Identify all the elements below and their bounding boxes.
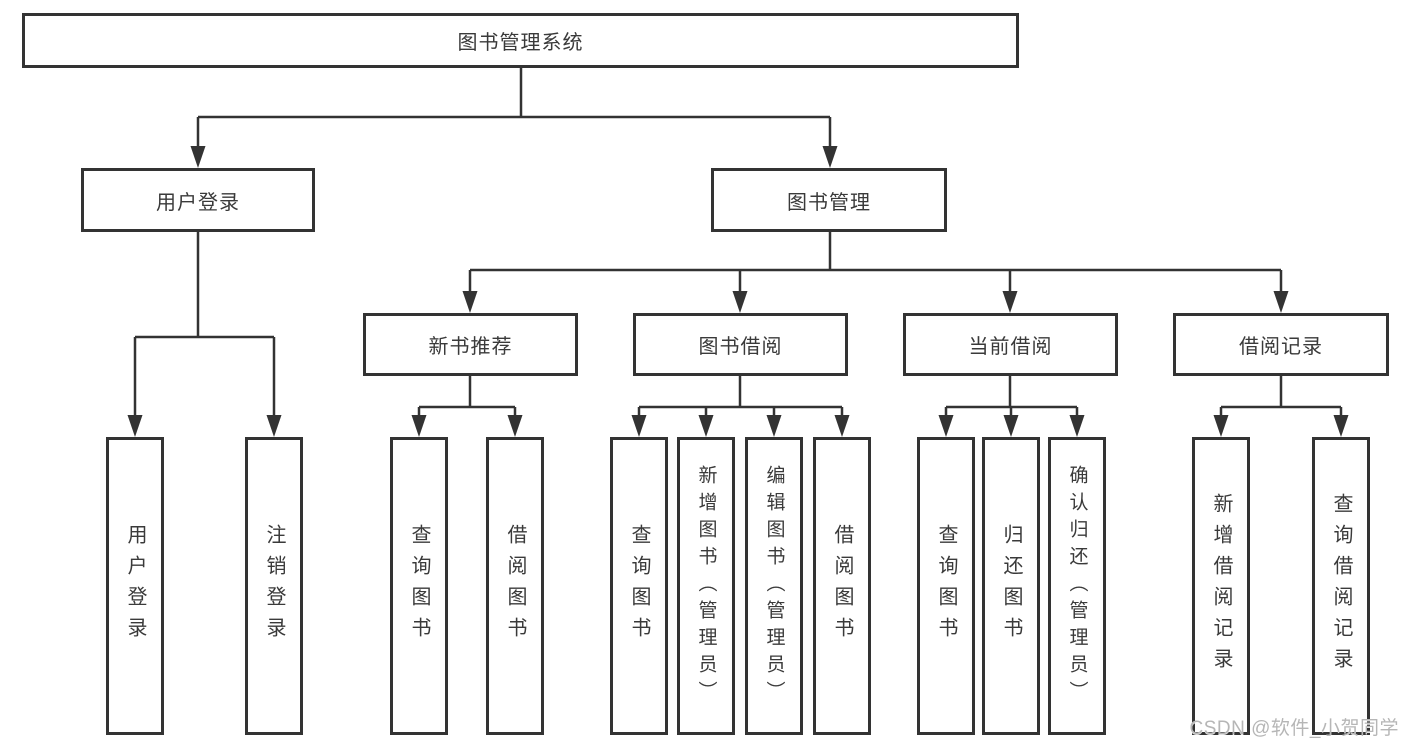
arrowhead xyxy=(127,415,143,437)
arrowhead xyxy=(507,415,523,437)
leaf-query-book-2-label: 查询图书 xyxy=(628,524,650,648)
node-current-borrow: 当前借阅 xyxy=(903,313,1118,376)
leaf-logout: 注销登录 xyxy=(245,437,303,735)
leaf-confirm-return-admin-label: 确认归还（管理员） xyxy=(1066,464,1088,708)
leaf-borrow-book-2: 借阅图书 xyxy=(813,437,871,735)
leaf-query-book-1-label: 查询图书 xyxy=(408,524,430,648)
arrowhead xyxy=(1002,291,1018,313)
node-book-borrow: 图书借阅 xyxy=(633,313,848,376)
arrowhead xyxy=(266,415,282,437)
arrowhead xyxy=(1213,415,1229,437)
leaf-edit-book-admin-label: 编辑图书（管理员） xyxy=(763,464,785,708)
arrowhead xyxy=(1273,291,1289,313)
leaf-return-book-label: 归还图书 xyxy=(1000,524,1022,648)
leaf-borrow-book-1: 借阅图书 xyxy=(486,437,544,735)
leaf-query-book-1: 查询图书 xyxy=(390,437,448,735)
arrowhead xyxy=(411,415,427,437)
node-new-book-recommend-label: 新书推荐 xyxy=(428,336,513,358)
leaf-logout-label: 注销登录 xyxy=(263,524,285,648)
arrowhead xyxy=(190,146,206,168)
leaf-query-book-3: 查询图书 xyxy=(917,437,975,735)
leaf-query-borrow-record: 查询借阅记录 xyxy=(1312,437,1370,735)
connector-book-mgmt-to-level3 xyxy=(462,232,1289,313)
leaf-add-borrow-record: 新增借阅记录 xyxy=(1192,437,1250,735)
arrowhead xyxy=(766,415,782,437)
leaf-edit-book-admin: 编辑图书（管理员） xyxy=(745,437,803,735)
node-current-borrow-label: 当前借阅 xyxy=(968,336,1053,358)
connector-root-to-level2 xyxy=(190,68,838,168)
node-new-book-recommend: 新书推荐 xyxy=(363,313,578,376)
arrowhead xyxy=(462,291,478,313)
leaf-borrow-book-2-label: 借阅图书 xyxy=(831,524,853,648)
node-borrow-records-label: 借阅记录 xyxy=(1239,336,1323,358)
node-book-mgmt-label: 图书管理 xyxy=(787,191,871,214)
node-borrow-records: 借阅记录 xyxy=(1173,313,1389,376)
arrowhead xyxy=(732,291,748,313)
arrowhead xyxy=(938,415,954,437)
arrowhead xyxy=(1069,415,1085,437)
node-root-label: 图书管理系统 xyxy=(457,32,584,54)
leaf-query-book-3-label: 查询图书 xyxy=(935,524,957,648)
arrowhead xyxy=(631,415,647,437)
leaf-add-borrow-record-label: 新增借阅记录 xyxy=(1210,493,1232,679)
arrowhead xyxy=(1333,415,1349,437)
node-book-mgmt: 图书管理 xyxy=(711,168,947,232)
leaf-add-book-admin: 新增图书（管理员） xyxy=(677,437,735,735)
node-root: 图书管理系统 xyxy=(22,13,1019,68)
leaf-user-login: 用户登录 xyxy=(106,437,164,735)
node-user-login-label: 用户登录 xyxy=(156,191,240,214)
leaf-add-book-admin-label: 新增图书（管理员） xyxy=(695,464,717,708)
arrowhead xyxy=(822,146,838,168)
leaf-return-book: 归还图书 xyxy=(982,437,1040,735)
leaf-borrow-book-1-label: 借阅图书 xyxy=(504,524,526,648)
node-book-borrow-label: 图书借阅 xyxy=(698,336,783,358)
leaf-query-book-2: 查询图书 xyxy=(610,437,668,735)
arrowhead xyxy=(834,415,850,437)
arrowhead xyxy=(1003,415,1019,437)
leaf-query-borrow-record-label: 查询借阅记录 xyxy=(1330,493,1352,679)
connector-user-login-to-children xyxy=(127,232,282,437)
leaf-confirm-return-admin: 确认归还（管理员） xyxy=(1048,437,1106,735)
connector-current-borrow-to-children xyxy=(938,376,1085,437)
csdn-watermark: CSDN @软件_小贺同学 xyxy=(1189,718,1399,739)
connector-new-book-recommend-to-children xyxy=(411,376,523,437)
connector-borrow-records-to-children xyxy=(1213,376,1349,437)
arrowhead xyxy=(698,415,714,437)
connector-book-borrow-to-children xyxy=(631,376,850,437)
leaf-user-login-label: 用户登录 xyxy=(124,524,146,648)
node-user-login: 用户登录 xyxy=(81,168,315,232)
